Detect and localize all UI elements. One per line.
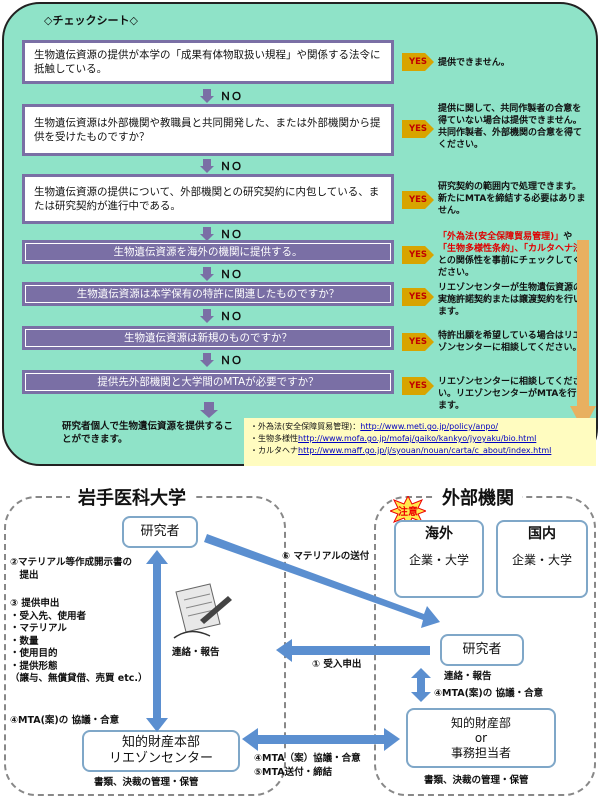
no-row-1: ＮＯ [200,88,242,104]
liaison-center-box: 知的財産本部 リエゾンセンター [82,730,240,772]
no-label: ＮＯ [220,228,242,241]
step-5-label: ⑤MTA送付・締結 [254,767,333,778]
document-pen-icon [173,583,232,639]
link-row-3: ・カルタヘナhttp://www.maff.go.jp/j/syouan/nou… [250,445,590,457]
yes-arrow-3: YES [402,191,434,209]
question-2-box: 生物遺伝資源は外部機関や教職員と共同開発した、または外部機関から提供を受けたもの… [22,104,394,156]
link-row-2: ・生物多様性http://www.mofa.go.jp/mofaj/gaiko/… [250,433,590,445]
no-label: ＮＯ [220,160,242,173]
bottom-double-arrow-icon [242,728,400,751]
question-4-box: 生物遺伝資源を海外の機関に提供する。 [22,240,394,264]
no-row-3: ＮＯ [200,226,242,242]
final-text: 研究者個人で生物遺伝資源を提供することができます。 [62,421,234,445]
no-label: ＮＯ [220,354,242,367]
link-label: ・生物多様性 [250,434,298,443]
question-6-box: 生物遺伝資源は新規のものですか？ [22,326,394,350]
question-5-text: 生物遺伝資源は本学保有の特許に関連したものですか？ [25,285,391,303]
reference-link[interactable]: http://www.mofa.go.jp/mofaj/gaiko/kankyo… [298,434,537,443]
yes-arrow-1: YES [402,53,434,71]
question-3-box: 生物遺伝資源の提供について、外部機関との研究契約に内包している、または研究契約が… [22,174,394,224]
down-arrow-icon [200,267,214,281]
checksheet-title: ◇チェックシート◇ [44,14,138,27]
yes-arrow-7: YES [402,377,434,395]
step-2-label: ②マテリアル等作成開示書の 提出 [10,557,132,581]
acceptance-request-arrow-icon [276,639,430,662]
answer-1: 提供できません。 [438,58,510,68]
down-arrow-icon [200,353,214,367]
final-down-arrow-icon [200,402,218,418]
domestic-title: 国内 [528,526,556,542]
no-label: ＮＯ [220,90,242,103]
vertical-double-arrow-icon [146,550,168,732]
liaison-note: 書類、決裁の管理・保管 [94,777,199,788]
yes-arrow-6: YES [402,333,434,351]
answer-7: リエゾンセンターに相談してください。リエゾンセンターがMTAを行います。 [438,377,586,411]
answer-4-red-1: 「外為法(安全保障貿易管理)」 [438,232,564,242]
external-title: 外部機関 [434,484,522,510]
answer-4-red-2: 「生物多様性条約」、「カルタヘナ法」 [438,244,592,254]
down-arrow-icon [200,309,214,323]
external-vertical-arrow-icon [411,668,431,702]
down-arrow-icon [200,159,214,173]
question-1-text: 生物遺伝資源の提供が本学の「成果有体物取扱い規程」や関係する法令に抵触している。 [25,43,391,81]
answer-4-mid: や [563,232,573,242]
answer-3: 研究契約の範囲内で処理できます。新たにMTAを締結する必要はありません。 [438,182,586,216]
reference-link[interactable]: http://www.meti.go.jp/policy/anpo/ [360,422,499,431]
answer-5: リエゾンセンターが生物遺伝資源の実施許諾契約または譲渡契約を行います。 [438,283,583,317]
contact-report-right-label: 連絡・報告 [444,671,492,682]
question-6-text: 生物遺伝資源は新規のものですか？ [25,329,391,347]
yes-arrow-5: YES [402,288,434,306]
external-office-box: 知的財産部 or 事務担当者 [406,708,556,768]
no-row-2: ＮＯ [200,158,242,174]
question-3-text: 生物遺伝資源の提供について、外部機関との研究契約に内包している、または研究契約が… [25,177,391,221]
step-1-label: ① 受入申出 [312,659,362,670]
step-4-right-label: ④MTA(案)の 協議・合意 [434,688,544,699]
yes-arrow-4: YES [402,246,434,264]
link-label: ・カルタヘナ [250,446,298,455]
link-row-1: ・外為法(安全保障貿易管理)：http://www.meti.go.jp/pol… [250,421,590,433]
reference-link[interactable]: http://www.maff.go.jp/j/syouan/nouan/car… [298,446,552,455]
link-label: ・外為法(安全保障貿易管理)： [250,422,361,431]
down-arrow-icon [200,89,214,103]
step-3-label: ③ 提供申出 ・受入先、使用者 ・マテリアル ・数量 ・使用目的 ・提供形態 （… [10,598,148,684]
step-6-label: ⑥ マテリアルの送付 [282,551,370,562]
answer-2: 提供に関して、共同作製者の合意を得ていない場合は提供できません。共同作製者、外部… [438,104,583,150]
question-5-box: 生物遺伝資源は本学保有の特許に関連したものですか？ [22,282,394,306]
overseas-box: 海外 企業・大学 [394,520,484,598]
yes-arrow-2: YES [402,120,434,138]
caution-icon: 注意 [390,496,426,526]
no-row-5: ＮＯ [200,308,242,324]
overseas-company: 企業・大学 [408,553,469,567]
no-row-6: ＮＯ [200,352,242,368]
question-1-box: 生物遺伝資源の提供が本学の「成果有体物取扱い規程」や関係する法令に抵触している。 [22,40,394,84]
external-researcher-box: 研究者 [440,634,524,666]
question-4-text: 生物遺伝資源を海外の機関に提供する。 [25,243,391,261]
domestic-company: 企業・大学 [511,553,572,567]
caution-label: 注意 [398,505,418,518]
reference-links-box: ・外為法(安全保障貿易管理)：http://www.meti.go.jp/pol… [244,418,596,466]
answer-6: 特許出願を希望している場合はリエゾンセンターに相談してください。 [438,331,582,353]
material-send-arrow-icon [204,534,440,628]
no-label: ＮＯ [220,310,242,323]
no-label: ＮＯ [220,268,242,281]
answer-4-tail: との関係性を事前にチェックしてください。 [438,256,582,278]
university-title: 岩手医科大学 [70,484,194,510]
question-2-text: 生物遺伝資源は外部機関や教職員と共同開発した、または外部機関から提供を受けたもの… [25,107,391,153]
step-4-bottom-label: ④MTA（案）協議・合意 [254,753,361,764]
domestic-box: 国内 企業・大学 [496,520,588,598]
down-arrow-icon [200,227,214,241]
university-researcher-box: 研究者 [122,516,198,548]
contact-report-label: 連絡・報告 [172,647,220,658]
no-row-4: ＮＯ [200,266,242,282]
step-4-left-label: ④MTA(案)の 協議・合意 [10,715,120,726]
question-7-box: 提供先外部機関と大学間のMTAが必要ですか？ [22,370,394,394]
external-office-note: 書類、決裁の管理・保管 [424,775,529,786]
overseas-title: 海外 [425,526,453,542]
question-7-text: 提供先外部機関と大学間のMTAが必要ですか？ [25,373,391,391]
answer-4: 「外為法(安全保障貿易管理)」や「生物多様性条約」、「カルタヘナ法」との関係性を… [438,231,592,279]
